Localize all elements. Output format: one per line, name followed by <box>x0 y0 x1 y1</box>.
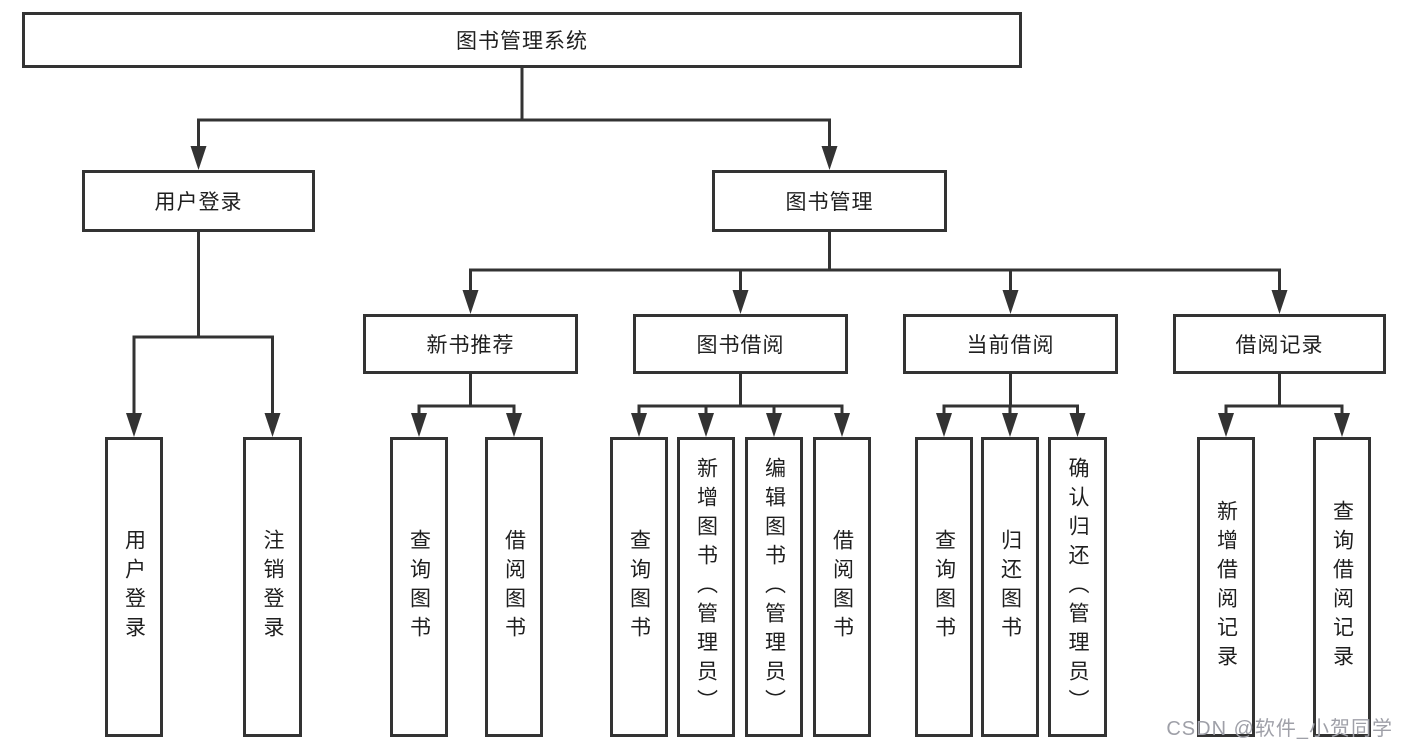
arrowhead-icon <box>821 146 838 170</box>
node-label-borrowing-records: 借阅记录 <box>1235 334 1324 357</box>
node-leaf-logout: 注销登录 <box>243 437 302 737</box>
arrowhead-icon <box>1271 290 1288 314</box>
node-leaf-cb-confirm-ret: 确认归还（管理员） <box>1048 437 1107 737</box>
arrowhead-icon <box>1002 413 1018 437</box>
arrowhead-icon <box>462 290 479 314</box>
node-label-leaf-cb-query-books: 查询图书 <box>932 529 956 645</box>
node-leaf-nb-borrow-books: 借阅图书 <box>485 437 543 737</box>
node-leaf-bb-query-books: 查询图书 <box>610 437 668 737</box>
arrowhead-icon <box>698 413 714 437</box>
arrowhead-icon <box>1069 413 1086 437</box>
node-label-book-management: 图书管理 <box>785 191 874 214</box>
node-leaf-br-add-record: 新增借阅记录 <box>1197 437 1255 737</box>
node-leaf-br-query-record: 查询借阅记录 <box>1313 437 1371 737</box>
node-leaf-bb-borrow-books: 借阅图书 <box>813 437 871 737</box>
node-leaf-bb-add-books: 新增图书（管理员） <box>677 437 735 737</box>
node-label-leaf-br-query-record: 查询借阅记录 <box>1330 500 1354 674</box>
node-book-borrowing: 图书借阅 <box>633 314 848 374</box>
arrowhead-icon <box>1334 413 1350 437</box>
arrowhead-icon <box>126 413 142 437</box>
arrowhead-icon <box>732 290 749 314</box>
node-label-leaf-logout: 注销登录 <box>261 529 284 645</box>
arrowhead-icon <box>190 146 207 170</box>
node-leaf-user-login: 用户登录 <box>105 437 163 737</box>
node-label-leaf-nb-borrow-books: 借阅图书 <box>502 529 526 645</box>
node-label-leaf-bb-edit-books: 编辑图书（管理员） <box>762 456 786 718</box>
node-leaf-cb-query-books: 查询图书 <box>915 437 973 737</box>
node-label-new-book-recommend: 新书推荐 <box>426 334 515 357</box>
node-label-leaf-cb-return-books: 归还图书 <box>998 529 1022 645</box>
node-label-leaf-user-login: 用户登录 <box>122 529 146 645</box>
node-label-library-system: 图书管理系统 <box>456 30 588 53</box>
node-label-user-login: 用户登录 <box>154 191 243 214</box>
node-label-leaf-bb-query-books: 查询图书 <box>627 529 651 645</box>
node-label-leaf-br-add-record: 新增借阅记录 <box>1214 500 1238 674</box>
node-label-leaf-cb-confirm-ret: 确认归还（管理员） <box>1066 456 1089 718</box>
node-user-login: 用户登录 <box>82 170 315 232</box>
node-leaf-cb-return-books: 归还图书 <box>981 437 1039 737</box>
node-leaf-bb-edit-books: 编辑图书（管理员） <box>745 437 803 737</box>
node-label-leaf-bb-add-books: 新增图书（管理员） <box>694 456 718 718</box>
arrowhead-icon <box>631 413 647 437</box>
node-new-book-recommend: 新书推荐 <box>363 314 578 374</box>
arrowhead-icon <box>506 413 522 437</box>
arrowhead-icon <box>766 413 782 437</box>
node-label-book-borrowing: 图书借阅 <box>696 334 785 357</box>
node-leaf-nb-query-books: 查询图书 <box>390 437 448 737</box>
node-borrowing-records: 借阅记录 <box>1173 314 1386 374</box>
node-label-leaf-bb-borrow-books: 借阅图书 <box>830 529 854 645</box>
arrowhead-icon <box>264 413 281 437</box>
csdn-watermark: CSDN @软件_小贺同学 <box>1166 718 1393 740</box>
arrowhead-icon <box>1218 413 1234 437</box>
arrowhead-icon <box>936 413 952 437</box>
node-label-leaf-nb-query-books: 查询图书 <box>407 529 431 645</box>
node-current-borrowing: 当前借阅 <box>903 314 1118 374</box>
arrowhead-icon <box>1002 290 1019 314</box>
node-label-current-borrowing: 当前借阅 <box>966 334 1055 357</box>
arrowhead-icon <box>834 413 850 437</box>
node-book-management: 图书管理 <box>712 170 947 232</box>
node-library-system: 图书管理系统 <box>22 12 1022 68</box>
arrowhead-icon <box>411 413 427 437</box>
